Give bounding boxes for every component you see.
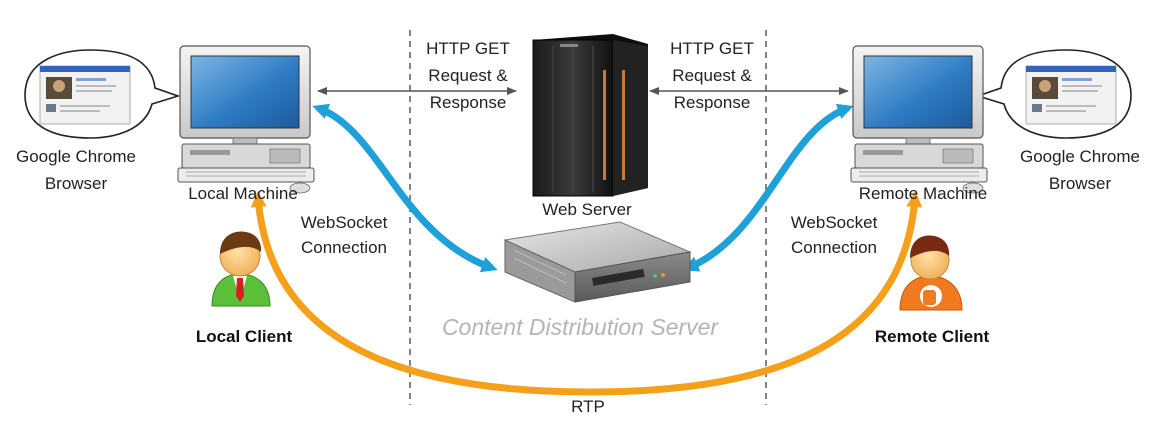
rtp-label: RTP [571,397,605,416]
remote-browser-label-line1: Google Chrome [1020,147,1140,166]
http-left-label-line1: HTTP GET [426,39,510,58]
remote-browser-bubble [975,49,1132,139]
remote-browser-label-line2: Browser [1049,174,1112,193]
remote-client-avatar-icon [899,235,963,311]
content-server-label: Content Distribution Server [442,314,719,340]
websocket-left-arrow [312,103,498,273]
browser-thumbnail-icon [39,65,131,125]
rtp-arrow [250,191,923,396]
local-client-avatar-icon [211,231,271,307]
ws-right-label-line1: WebSocket [791,213,878,232]
remote-computer-icon [850,45,988,194]
web-server-label: Web Server [542,200,632,219]
websocket-right-arrow [682,103,854,272]
http-right-label-line3: Response [674,93,751,112]
remote-machine-label: Remote Machine [859,184,988,203]
local-browser-label-line2: Browser [45,174,108,193]
ws-left-label-line1: WebSocket [301,213,388,232]
content-server-icon [503,221,692,303]
local-machine-label: Local Machine [188,184,298,203]
local-browser-label-line1: Google Chrome [16,147,136,166]
http-right-label-line2: Request & [672,66,752,85]
web-server-icon [532,34,648,197]
http-left-label-line3: Response [430,93,507,112]
local-client-label: Local Client [196,327,293,346]
remote-client-label: Remote Client [875,327,990,346]
browser-thumbnail-icon [1025,65,1117,125]
local-browser-bubble [24,49,181,139]
ws-left-label-line2: Connection [301,238,387,257]
ws-right-label-line2: Connection [791,238,877,257]
http-right-label-line1: HTTP GET [670,39,754,58]
http-left-label-line2: Request & [428,66,508,85]
local-computer-icon [177,45,315,194]
